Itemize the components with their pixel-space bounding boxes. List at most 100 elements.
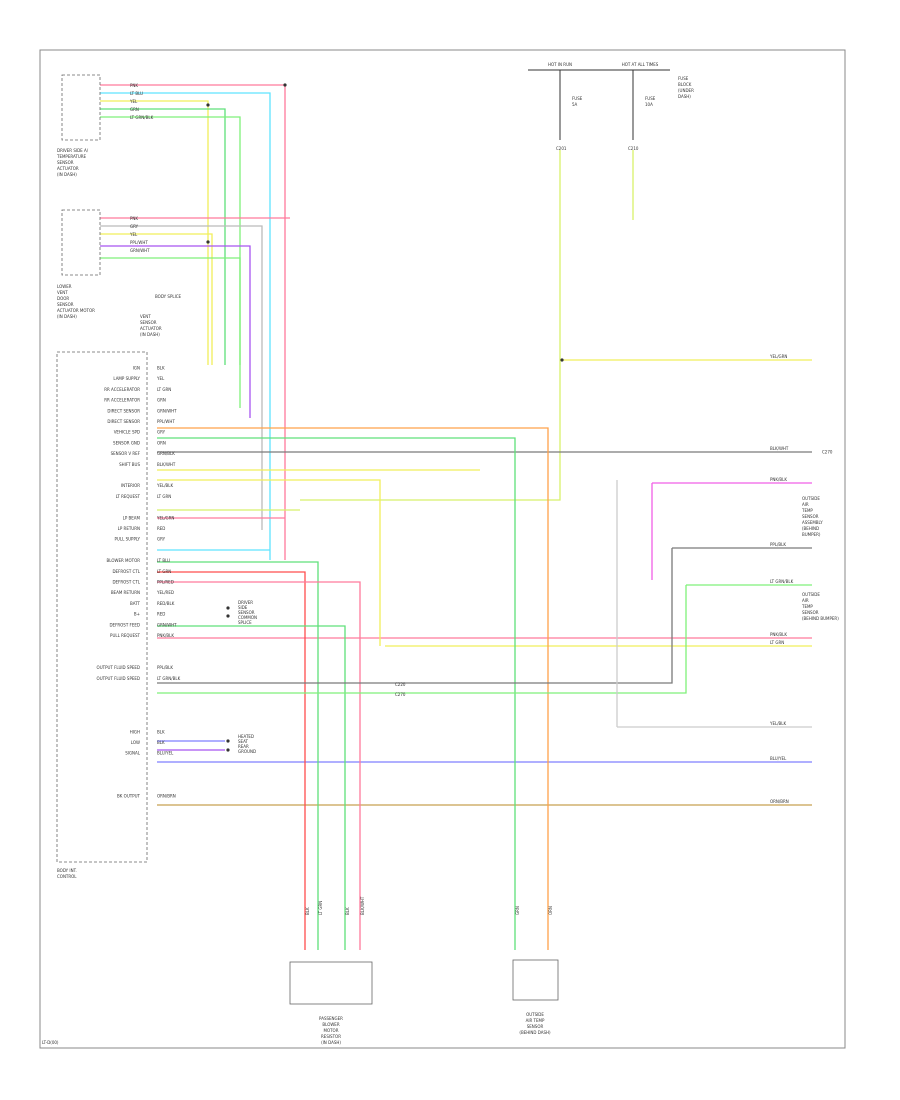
sensor-1-name-line: (IN DASH) <box>57 172 77 177</box>
module-pin-label: RR ACCELERATOR <box>104 398 140 403</box>
body-control-module-box <box>56 351 148 863</box>
module-pin-wire-label: PPL/WHT <box>157 419 175 424</box>
label-layer: IGN BLK LAMP SUPPLY YEL RR ACCELERATOR LT GRN… <box>42 62 839 1045</box>
splice-dot <box>226 606 230 610</box>
module-pin-label: DEFROST CTL <box>112 580 140 585</box>
splice-dot <box>226 748 230 752</box>
module-wire-red <box>157 571 306 950</box>
sensor-1-connector <box>61 74 101 141</box>
module-pin-label: LP BEAM <box>123 515 141 520</box>
module-pin-wire-label: RED <box>157 526 165 531</box>
right-wire-label: LT GRN/BLK <box>770 579 794 584</box>
motor-1-name-line: BLOWER <box>322 1022 339 1027</box>
sensor-1-wire-label: LT GRN/BLK <box>130 115 154 120</box>
motor-1-name-line: RESISTOR <box>321 1034 341 1039</box>
module-wire-gray <box>157 548 673 684</box>
fuse-block-name-line: FUSE <box>678 76 689 81</box>
module-pin-wire-label: GRN/WHT <box>157 408 177 413</box>
right-device-1-line: BUMPER) <box>802 532 821 537</box>
outside-air-temp-sensor <box>512 959 559 1001</box>
sensor-2-name-line: DOOR <box>57 296 69 301</box>
right-device-2-line: TEMP <box>801 604 813 609</box>
motor-wire-label: GRN <box>515 906 520 915</box>
sensor-2-wire <box>100 233 213 365</box>
fuse-label: FUSE <box>572 96 583 101</box>
small-note-line: SEAT <box>238 739 248 744</box>
sensor-1-wire <box>100 84 286 560</box>
right-device-2-line: SENSOR <box>802 610 819 615</box>
module-pin-wire-label: BLK <box>157 729 165 734</box>
splice-dot <box>206 103 210 107</box>
sensor-1-wire-label: YEL <box>129 99 138 104</box>
module-pin-label: SENSOR GND <box>113 440 140 445</box>
module-pin-wire-label: LT GRN <box>157 387 171 392</box>
motor-wire-label: BLK <box>345 907 350 915</box>
right-device-1-line: ASSEMBLY <box>802 520 823 525</box>
module-pin-label: BEAM RETURN <box>111 590 140 595</box>
diagram-code: LT-D(00) <box>42 1040 59 1045</box>
motor-1-name-line: MOTOR <box>324 1028 339 1033</box>
module-pin-label: LAMP SUPPLY <box>113 376 140 381</box>
blower-motor-resistor <box>289 961 373 1005</box>
splice-dot <box>560 358 564 362</box>
small-note-line: SENSOR <box>238 610 255 615</box>
motor-2-name-line: (BEHIND DASH) <box>519 1030 551 1035</box>
right-wire-label: ORN/BRN <box>770 799 789 804</box>
sensor-1-name-line: DRIVER SIDE A/ <box>57 148 89 153</box>
splice-dot <box>206 240 210 244</box>
module-name-line: CONTROL <box>57 874 77 879</box>
wire-layer <box>100 69 812 950</box>
module-pin-wire-label: PNK/BLK <box>157 633 174 638</box>
right-wire-label: PNK/BLK <box>770 632 787 637</box>
sensor-2-name-line: VENT <box>57 290 68 295</box>
right-device-2-line: OUTSIDE <box>802 592 820 597</box>
module-pin-wire-label: PPL/RED <box>157 580 174 585</box>
module-pin-label: INTERIOR <box>121 483 140 488</box>
motor-2-name-line: AIR TEMP <box>526 1018 545 1023</box>
sensor-2-connector <box>61 209 101 276</box>
sensor-1-wire <box>100 100 209 365</box>
splice-label: C270 <box>395 692 406 697</box>
module-pin-wire-label: LT GRN <box>157 494 171 499</box>
module-pin-label: LP RETURN <box>118 526 140 531</box>
sensor-2-name-line: LOWER <box>57 284 72 289</box>
module-pin-wire-label: GRN/BLK <box>157 451 175 456</box>
motor-1-name-line: PASSENGER <box>319 1016 343 1021</box>
right-device-2-line: (BEHIND BUMPER) <box>802 616 839 621</box>
right-device-1-line: SENSOR <box>802 514 819 519</box>
module-pin-wire-label: LT BLU <box>157 558 170 563</box>
splice-dot <box>226 614 230 618</box>
module-pin-wire-label: YEL <box>156 376 165 381</box>
sensor-1-wire-label: GRN <box>130 107 139 112</box>
sensor-2-note-line: ACTUATOR <box>140 326 162 331</box>
sensor-2-name-line: (IN DASH) <box>57 314 77 319</box>
sensor-2-wire <box>100 257 241 408</box>
module-wire-green <box>157 625 346 950</box>
motor-2-name-line: SENSOR <box>527 1024 544 1029</box>
right-wire-label: YEL/GRN <box>769 354 787 359</box>
sensor-1-name-line: ACTUATOR <box>57 166 79 171</box>
sensor-2-note-line: VENT <box>140 314 151 319</box>
module-pin-label: OUTPUT FLUID SPEED <box>97 676 140 681</box>
module-pin-label: LT REQUEST <box>116 494 141 499</box>
module-pin-label: HIGH <box>130 729 140 734</box>
module-wire-yellow <box>157 479 381 646</box>
small-note-line: REAR <box>238 744 249 749</box>
sensor-2-wire <box>100 225 263 530</box>
small-note-line: GROUND <box>238 749 256 754</box>
module-pin-wire-label: LT GRN/BLK <box>157 676 181 681</box>
small-note-line: COMMON <box>238 615 257 620</box>
right-device-1-line: (BEHIND <box>802 526 819 531</box>
module-pin-wire-label: PPL/BLK <box>157 665 173 670</box>
module-name-line: BODY INT. <box>57 868 77 873</box>
module-pin-label: IGN <box>133 366 140 371</box>
right-wire-label: BLU/YEL <box>770 756 787 761</box>
module-wire-ltgreen <box>157 585 687 694</box>
module-pin-label: SENSOR V REF <box>111 451 141 456</box>
fuse-label: 5A <box>572 102 578 107</box>
splice-dot <box>226 739 230 743</box>
module-pin-label: RR ACCELERATOR <box>104 387 140 392</box>
module-pin-label: DEFROST FEED <box>109 622 140 627</box>
sensor-1-name-line: TEMPERATURE <box>56 154 87 159</box>
small-note-line: SPLICE <box>238 620 252 625</box>
